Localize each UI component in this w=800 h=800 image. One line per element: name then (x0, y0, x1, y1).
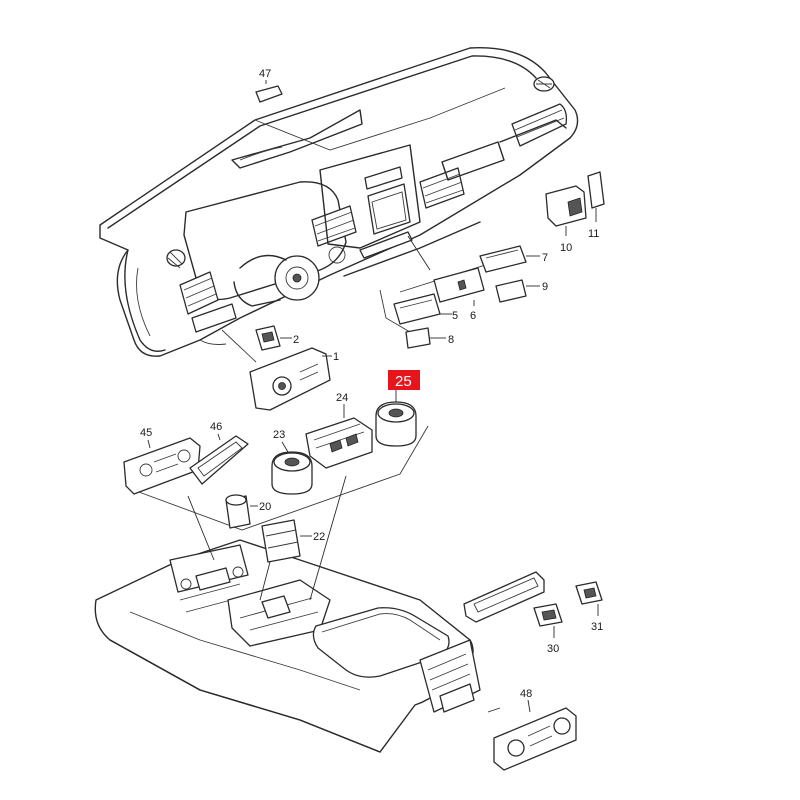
label-1: 1 (333, 351, 339, 363)
label-10: 10 (560, 242, 572, 254)
label-24: 24 (336, 392, 348, 404)
label-2: 2 (293, 334, 299, 346)
part-8: 8 (405, 327, 454, 349)
part-45: 45 (123, 427, 201, 495)
part-console-insert (463, 571, 545, 623)
part-11: 11 (587, 171, 605, 240)
label-48: 48 (520, 688, 532, 700)
part-10: 10 (545, 185, 587, 254)
label-23: 23 (273, 429, 285, 441)
label-22: 22 (313, 531, 325, 543)
part-25: 25 (375, 370, 420, 447)
part-6: 6 (433, 267, 485, 322)
part-2: 2 (255, 325, 299, 351)
label-8: 8 (448, 334, 454, 346)
part-47: 47 (255, 68, 283, 103)
label-25: 25 (395, 373, 412, 390)
label-6: 6 (470, 310, 476, 322)
label-47: 47 (259, 68, 271, 80)
part-20: 20 (225, 494, 271, 529)
part-46: 46 (189, 421, 249, 485)
label-45: 45 (140, 427, 152, 439)
part-1: 1 (249, 347, 339, 411)
dashboard-illustration (99, 47, 579, 357)
label-7: 7 (542, 252, 548, 264)
center-console-illustration (94, 539, 481, 753)
part-30: 30 (533, 603, 563, 655)
label-30: 30 (547, 643, 559, 655)
label-11: 11 (588, 228, 599, 240)
label-20: 20 (259, 501, 271, 513)
part-5: 5 (393, 293, 458, 325)
label-31: 31 (591, 621, 603, 633)
label-46: 46 (210, 421, 222, 433)
label-9: 9 (542, 281, 548, 293)
part-23: 23 (271, 429, 313, 495)
part-24: 24 (305, 392, 373, 469)
part-9: 9 (495, 279, 548, 303)
label-5: 5 (452, 310, 458, 322)
part-48: 48 (493, 688, 577, 771)
part-7: 7 (479, 245, 548, 273)
part-31: 31 (575, 581, 603, 633)
part-22: 22 (261, 519, 325, 563)
highlight-badge-25 (388, 370, 420, 390)
